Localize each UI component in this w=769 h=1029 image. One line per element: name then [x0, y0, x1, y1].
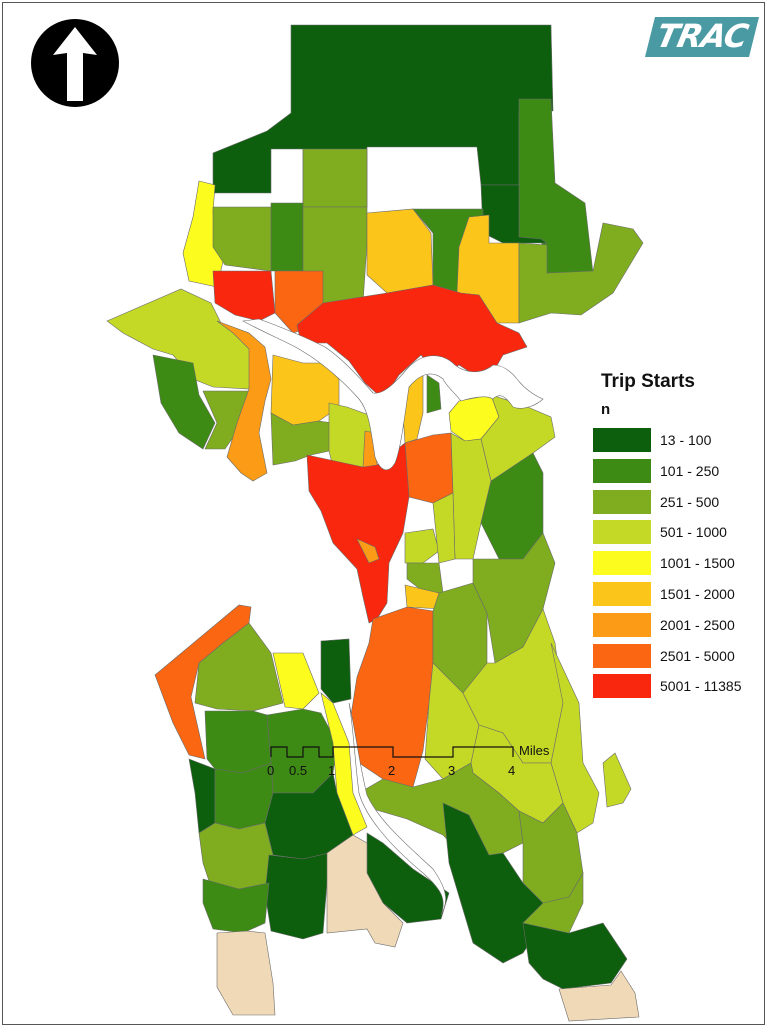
legend-label: 5001 - 11385 — [660, 678, 742, 695]
legend-item: 2501 - 5000 — [593, 643, 763, 669]
zone-rainier-beach-b — [522, 922, 628, 990]
scale-bar-graphic — [270, 746, 514, 758]
legend-label: 2001 - 2500 — [660, 616, 735, 633]
zone-north-g — [212, 206, 272, 272]
trac-logo: TRAC — [645, 15, 759, 57]
legend-item: 251 - 500 — [593, 489, 763, 515]
legend-item: 101 - 250 — [593, 458, 763, 484]
legend-title: Trip Starts — [601, 371, 695, 392]
zone-rainier-b — [550, 642, 600, 834]
legend-swatch — [593, 581, 651, 606]
legend-label: 1001 - 1500 — [660, 555, 735, 572]
zone-interbay — [216, 320, 272, 482]
zone-north-e — [270, 202, 304, 272]
legend-label: 101 - 250 — [660, 462, 720, 479]
zone-harbor — [320, 638, 352, 704]
legend-item: 5001 - 11385 — [593, 673, 763, 699]
legend-label: 1501 - 2000 — [660, 585, 735, 602]
north-arrow-icon — [31, 19, 119, 107]
legend-subtitle: n — [601, 401, 611, 418]
legend-swatch — [593, 643, 651, 668]
scale-tick: 0 — [267, 763, 275, 778]
zone-magnolia-b — [152, 354, 216, 450]
zone-nodata-2 — [216, 930, 276, 1016]
scale-tick: 3 — [448, 763, 456, 778]
legend-rows: 13 - 100 101 - 250 251 - 500 501 - 1000 1001… — [593, 427, 763, 699]
zone-fremont — [212, 270, 276, 322]
legend-swatch — [593, 612, 651, 637]
zone-downtown — [306, 442, 410, 624]
zone-alki-a — [194, 622, 284, 712]
legend-swatch — [593, 551, 651, 576]
zone-sodo — [350, 606, 434, 788]
zone-nodata-1 — [326, 834, 404, 948]
zone-ws-e — [214, 762, 274, 830]
legend-label: 13 - 100 — [660, 432, 712, 448]
legend: Trip Starts n 13 - 100 101 - 250 251 - 500… — [593, 371, 763, 704]
zone-montlake — [426, 374, 442, 414]
legend-label: 2501 - 5000 — [660, 647, 735, 664]
zone-ws-c — [320, 692, 368, 836]
zone-central-a — [432, 492, 456, 564]
legend-swatch — [593, 674, 651, 699]
legend-swatch — [593, 428, 651, 452]
trac-logo-shape — [645, 17, 759, 57]
zone-nodata-3 — [558, 970, 640, 1022]
legend-label: 251 - 500 — [660, 493, 720, 510]
legend-item: 1501 - 2000 — [593, 581, 763, 607]
legend-item: 501 - 1000 — [593, 519, 763, 545]
legend-item: 2001 - 2500 — [593, 612, 763, 638]
zone-north-k — [456, 214, 520, 324]
scale-tick: 1 — [328, 763, 336, 778]
legend-label: 501 - 1000 — [660, 524, 727, 541]
legend-swatch — [593, 520, 651, 545]
zone-wallingford — [296, 284, 528, 400]
zone-capitol-hill — [404, 432, 454, 504]
legend-swatch — [593, 458, 651, 483]
scale-tick: 4 — [508, 763, 516, 778]
choropleth-map — [31, 17, 759, 1022]
zone-ws-d — [188, 758, 216, 834]
zone-se — [522, 871, 584, 934]
scale-tick: 0.5 — [289, 763, 308, 778]
zone-north-i — [366, 208, 434, 294]
scale-unit: Miles — [519, 743, 550, 758]
zone-ws-a — [204, 710, 272, 774]
zone-north-a — [212, 24, 554, 208]
zone-ws-h — [264, 852, 330, 940]
zone-ws-i — [202, 878, 270, 934]
zone-alki-b — [272, 652, 320, 710]
zone-north-d — [302, 148, 368, 208]
scale-tick: 2 — [388, 763, 396, 778]
zone-north-l — [518, 222, 644, 324]
legend-item: 13 - 100 — [593, 427, 763, 453]
logo-text: TRAC — [653, 17, 751, 55]
legend-swatch — [593, 489, 651, 514]
zone-rainier-c — [602, 752, 632, 808]
zone-pioneer — [356, 538, 380, 564]
legend-item: 1001 - 1500 — [593, 550, 763, 576]
zone-first-hill — [404, 528, 440, 564]
water-bodies — [242, 318, 544, 916]
